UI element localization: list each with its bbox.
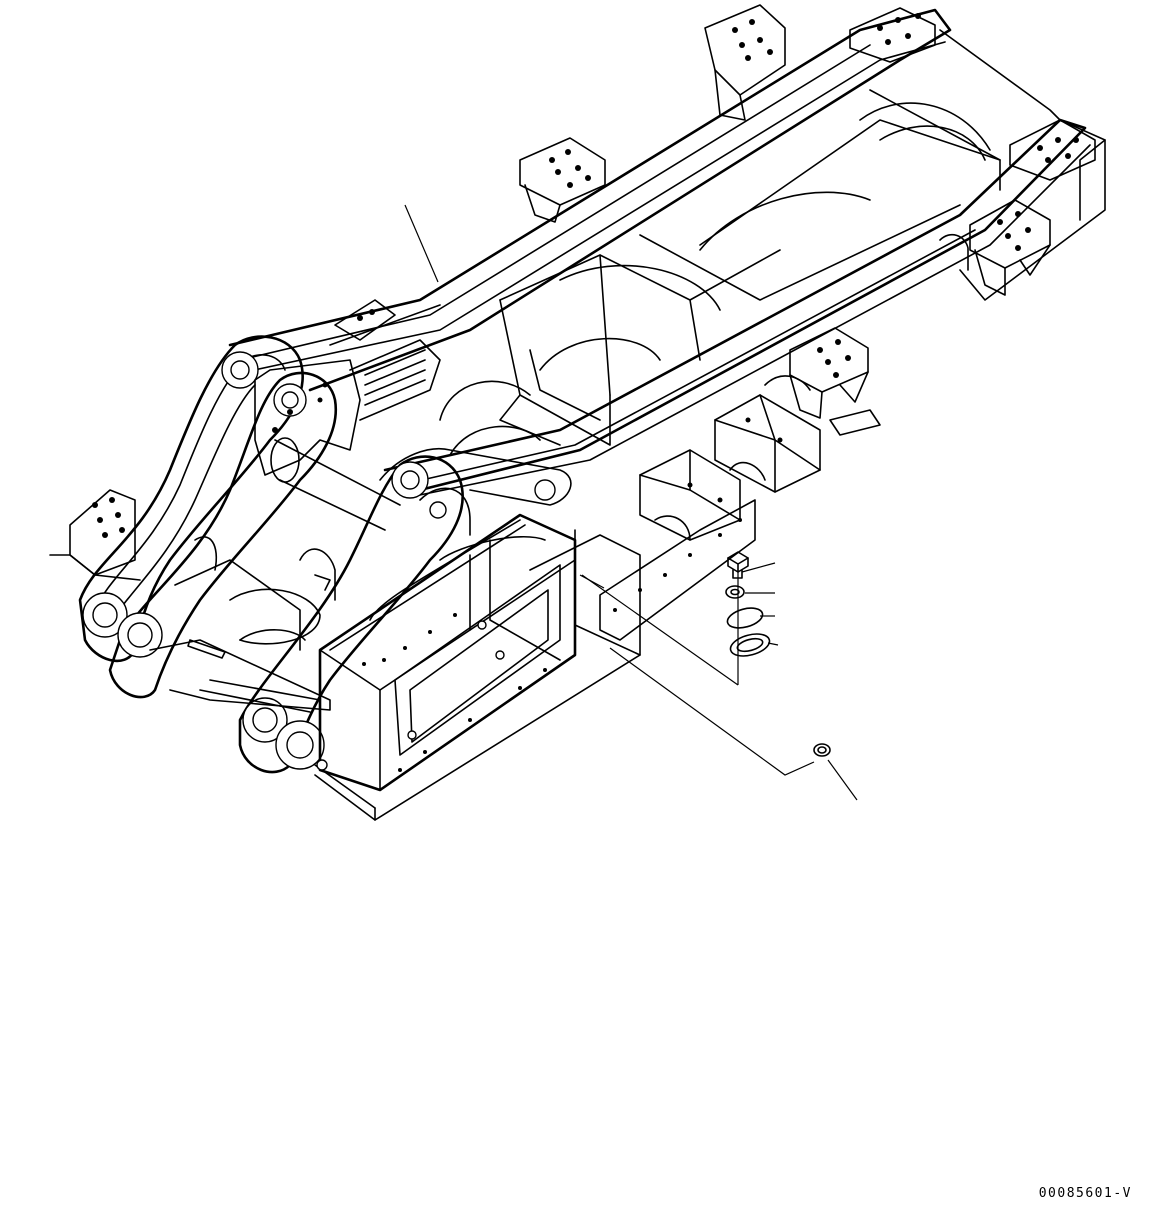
boom-arm-right bbox=[108, 371, 338, 699]
washer bbox=[725, 585, 745, 599]
gasket bbox=[729, 633, 771, 657]
boom-arm-outer bbox=[238, 455, 464, 774]
mount-pad bbox=[849, 7, 936, 63]
box-frame bbox=[314, 513, 641, 821]
mount-pad bbox=[704, 4, 786, 121]
drawing-number: 00085601-V bbox=[1038, 1186, 1132, 1201]
hanger-plate bbox=[764, 233, 969, 436]
rear-bracket bbox=[714, 394, 821, 493]
callout-lines bbox=[404, 204, 858, 801]
mount-pad bbox=[789, 327, 869, 419]
plug bbox=[813, 743, 831, 757]
mount-pad bbox=[49, 489, 141, 581]
main-frame bbox=[49, 4, 1106, 821]
side-plate bbox=[254, 339, 441, 476]
mount-pad bbox=[1009, 119, 1096, 181]
boom-arm-inner bbox=[379, 448, 572, 536]
rear-bracket bbox=[599, 449, 756, 641]
pin-shaft bbox=[270, 437, 401, 531]
mount-pad bbox=[519, 137, 606, 223]
mount-pad bbox=[334, 299, 396, 341]
pivot-base bbox=[149, 536, 336, 713]
cover-plate bbox=[726, 607, 764, 629]
mount-pad bbox=[969, 199, 1051, 296]
